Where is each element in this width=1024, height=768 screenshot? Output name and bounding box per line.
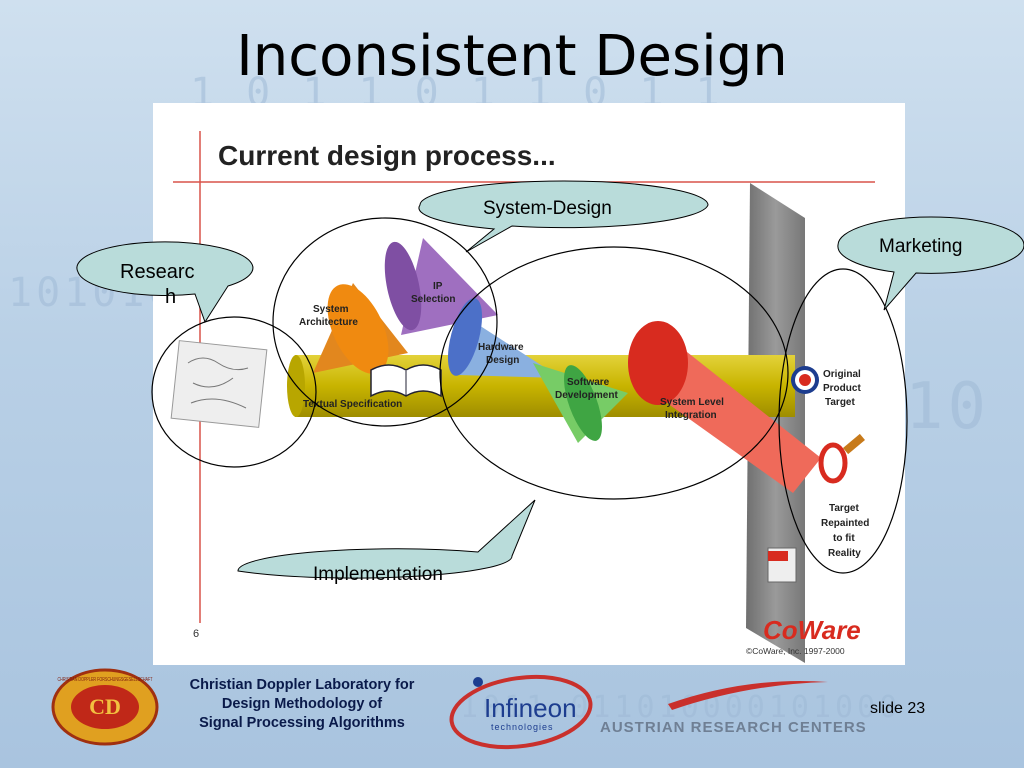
group-system-design-ellipse: [272, 217, 498, 427]
original-target-icon: [791, 366, 819, 394]
repainted-target-icon: [818, 433, 865, 484]
figure-heading: Current design process...: [218, 140, 556, 171]
group-implementation-ellipse: [439, 246, 789, 500]
callout-research-bubble: [76, 241, 254, 324]
lab-name-line-3: Signal Processing Algorithms: [199, 715, 405, 731]
callout-marketing-text: Marketing: [879, 236, 962, 257]
coware-logo: CoWare: [763, 615, 861, 645]
callout-implementation-bubble: [237, 499, 536, 579]
callout-marketing-bubble: [837, 216, 1024, 311]
label-textual-specification: Textual Specification: [303, 399, 402, 410]
group-marketing-ellipse: [778, 268, 908, 574]
coware-copyright: ©CoWare, Inc. 1997-2000: [746, 646, 845, 656]
lab-name-line-2: Design Methodology of: [221, 696, 383, 712]
callout-system-design-bubble: [418, 180, 709, 253]
christian-doppler-logo: CD CHRISTIAN DOPPLER FORSCHUNGSGESELLSCH…: [51, 668, 159, 746]
group-research-ellipse: [151, 316, 317, 468]
infineon-logo: Infineon technologies: [449, 674, 593, 750]
svg-text:CD: CD: [89, 694, 121, 719]
infineon-subtitle: technologies: [491, 722, 554, 732]
research-sketch: [170, 340, 268, 428]
lab-name-line-1: Christian Doppler Laboratory for: [189, 677, 415, 693]
lab-name: Christian Doppler Laboratory for Design …: [162, 676, 442, 733]
background-binary-right: 10: [905, 370, 991, 444]
cone-system-integration: [653, 333, 821, 493]
arc-wordmark: AUSTRIAN RESEARCH CENTERS: [600, 719, 867, 736]
callout-system-design-text: System-Design: [483, 198, 612, 219]
figure-page-number: 6: [193, 628, 199, 640]
slide-title: Inconsistent Design: [236, 24, 788, 89]
cd-logo-text: CHRISTIAN DOPPLER FORSCHUNGSGESELLSCHAFT: [58, 677, 154, 683]
callout-implementation-text: Implementation: [313, 564, 443, 585]
infineon-wordmark: Infineon: [484, 693, 577, 723]
arc-logo: AUSTRIAN RESEARCH CENTERS: [600, 680, 867, 736]
slide-number: slide 23: [870, 700, 926, 717]
cone-hardware-design: [458, 318, 561, 378]
